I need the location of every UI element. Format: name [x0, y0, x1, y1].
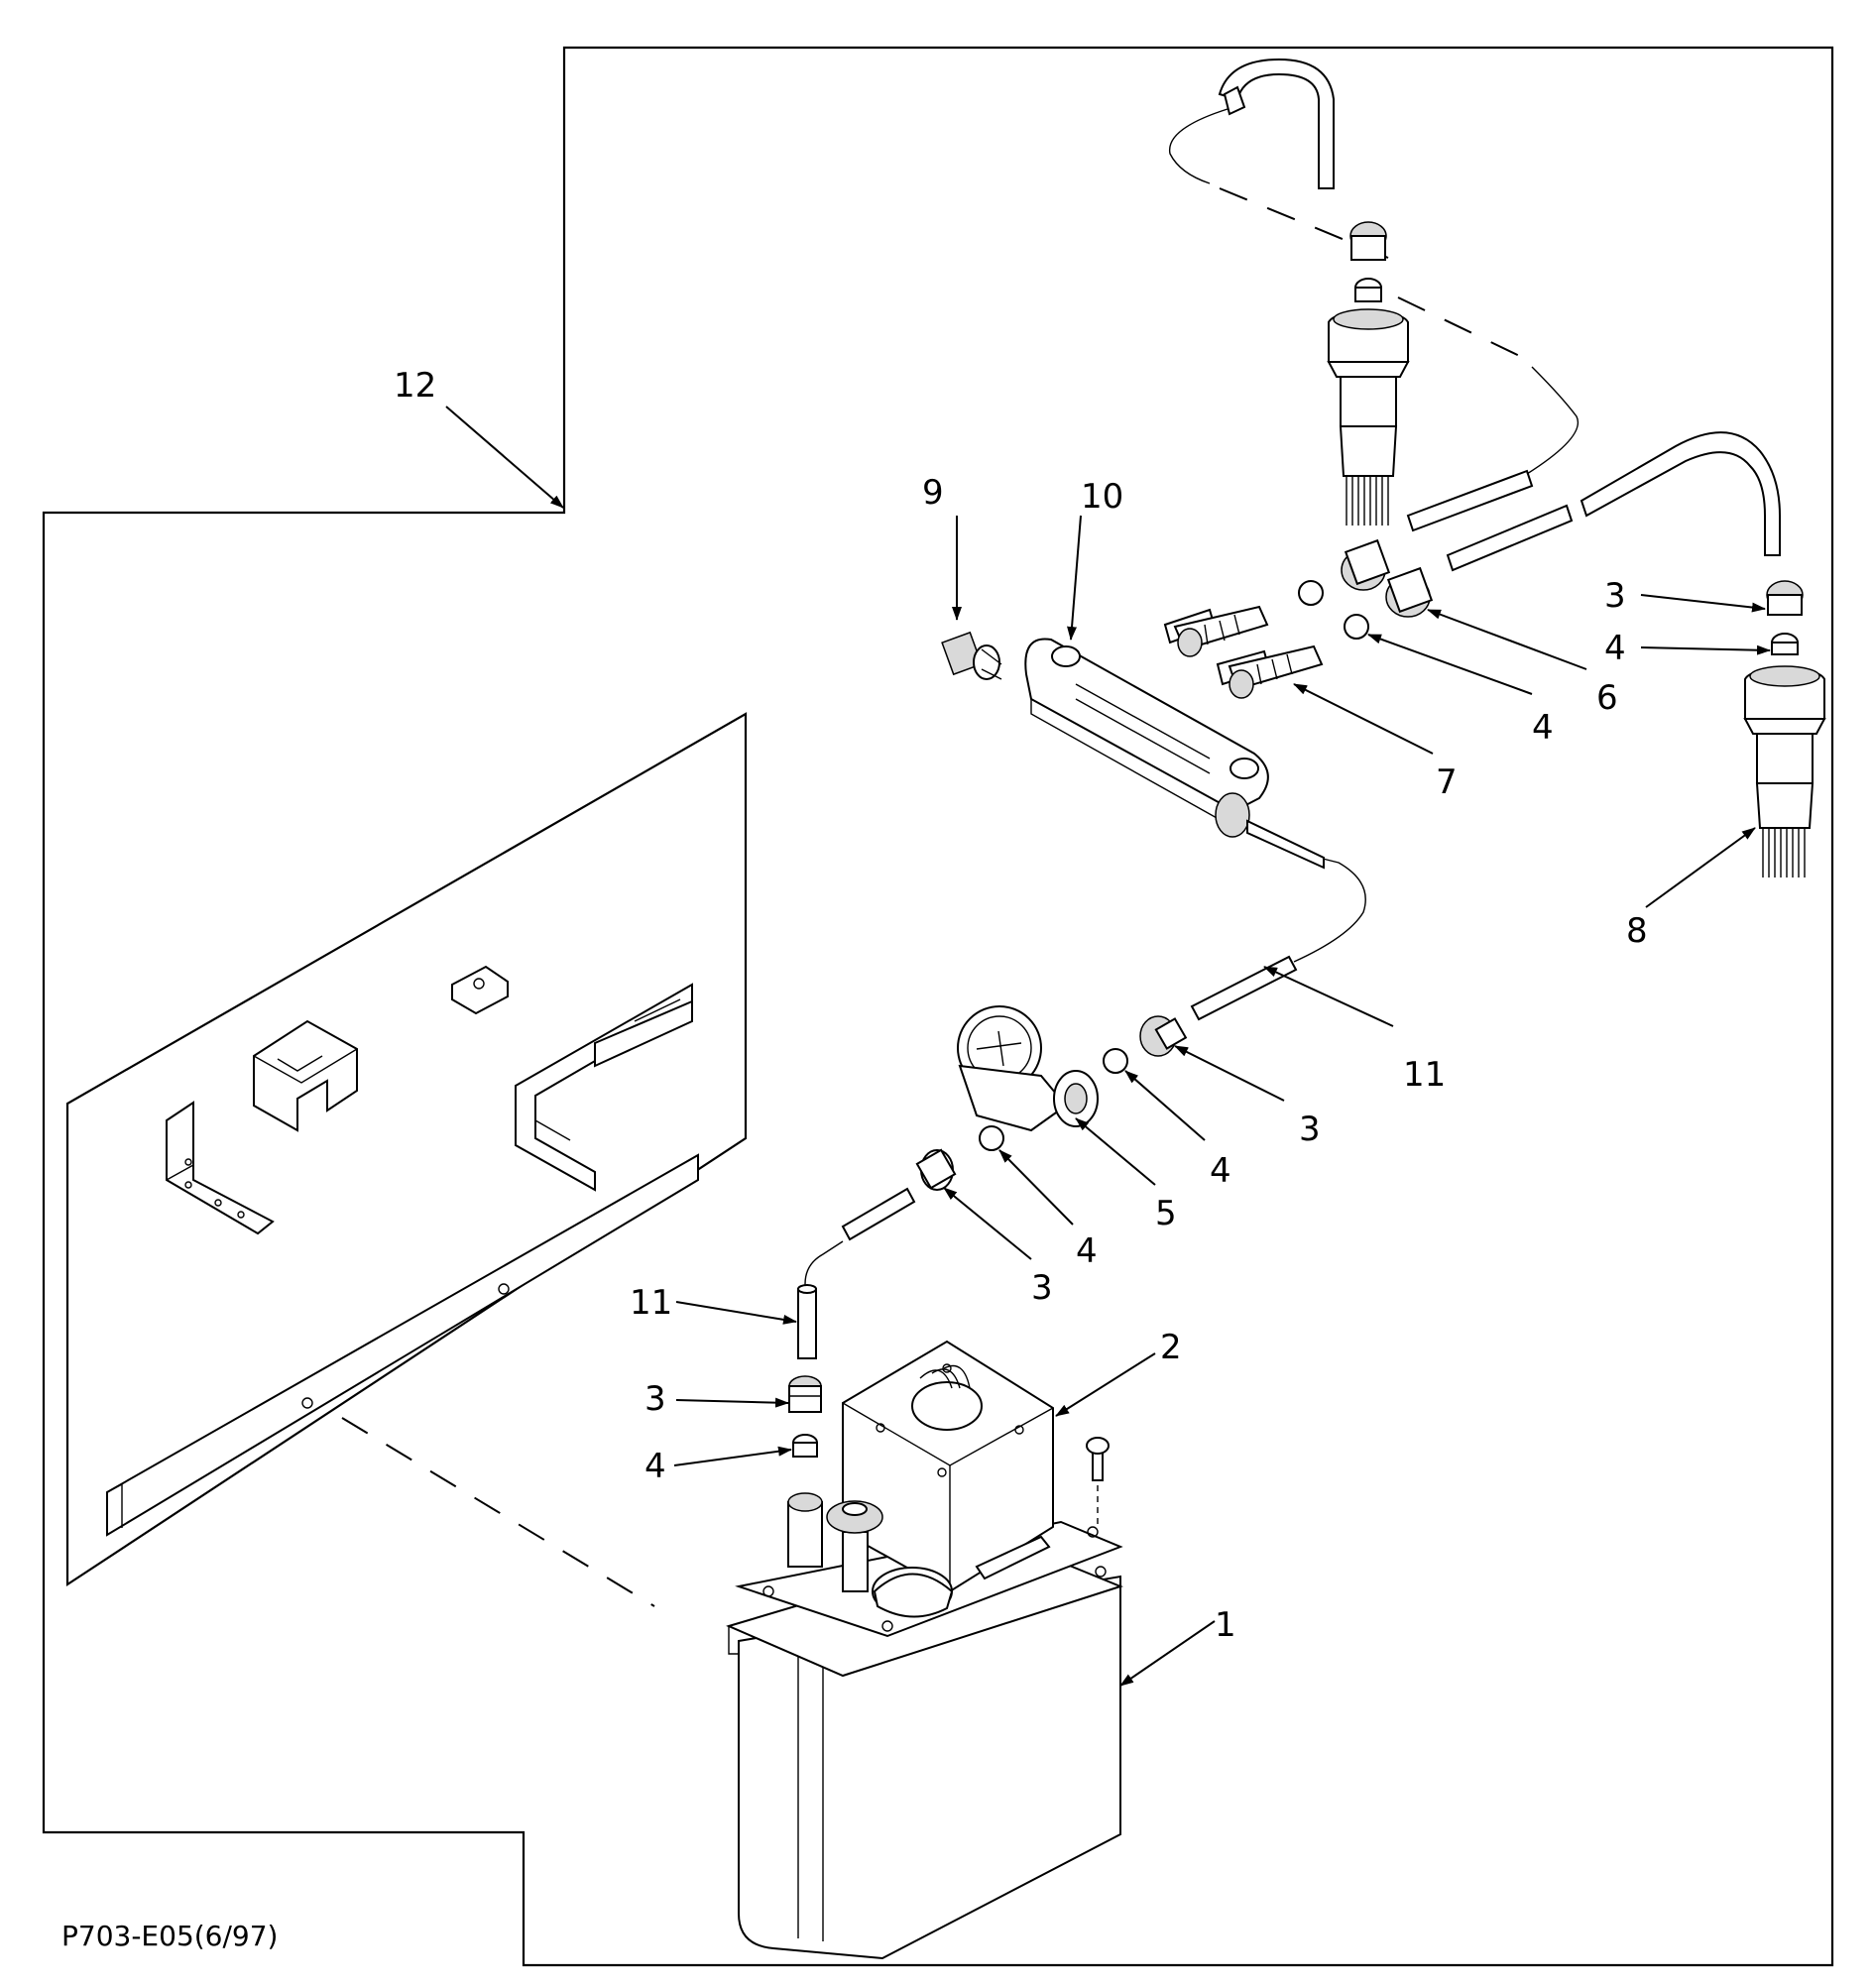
lower-tube [797, 1187, 916, 1359]
leader-6 [1427, 609, 1587, 670]
callout-3-gauge-left: 3 [1031, 1268, 1053, 1308]
callout-3-reservoir: 3 [644, 1379, 666, 1419]
right-brush-assembly [1743, 580, 1826, 877]
leader-11-middle [1263, 966, 1394, 1027]
upper-brush-assembly [1327, 221, 1410, 526]
manifold-ferrule-4-right [1344, 614, 1369, 640]
gauge-ferrule-4-right [1103, 1048, 1128, 1074]
callout-4-manifold: 4 [1532, 708, 1554, 748]
manifold-ferrule-4-left [1298, 580, 1324, 606]
reservoir-ferrule-4 [792, 1434, 818, 1458]
leader-7 [1293, 683, 1434, 755]
leader-11-lower [675, 1301, 797, 1325]
leader-4-gauge-left [998, 1149, 1074, 1226]
manifold-nut-6-upper [1341, 538, 1391, 591]
gauge-fitting-3-left [915, 1148, 957, 1191]
leader-8 [1645, 827, 1756, 908]
centerline-panel-to-reservoir [341, 1417, 655, 1607]
leader-4-manifold [1367, 634, 1533, 695]
kit-boundary-outline [42, 46, 1834, 1967]
callout-9: 9 [922, 473, 944, 513]
callout-11-middle: 11 [1403, 1055, 1446, 1095]
callout-12: 12 [394, 366, 436, 406]
drawing-code: P703-E05(6/97) [61, 1920, 278, 1952]
callout-7: 7 [1436, 762, 1458, 802]
callout-10: 10 [1081, 477, 1123, 517]
manifold-nut-6-lower [1385, 566, 1434, 618]
bracket-panel [65, 712, 748, 1587]
callout-3-gauge-right: 3 [1299, 1110, 1321, 1149]
manifold-nipple-7-upper [1163, 605, 1269, 657]
callout-4-gauge-left: 4 [1076, 1231, 1098, 1271]
callout-4-right: 4 [1604, 629, 1626, 668]
leader-10 [1067, 515, 1082, 641]
leader-2 [1055, 1352, 1156, 1417]
callout-4-gauge-right: 4 [1210, 1151, 1231, 1191]
manifold-nipple-7-lower [1216, 644, 1324, 699]
middle-tube [1190, 857, 1366, 1021]
centerline-top-brush [1397, 296, 1533, 363]
reservoir-assembly [726, 1340, 1123, 1960]
callout-11-lower: 11 [630, 1283, 672, 1323]
callout-2: 2 [1160, 1328, 1182, 1367]
leader-3-gauge-right [1174, 1045, 1285, 1102]
manifold-plug-9 [941, 631, 1002, 680]
reservoir-fitting-3 [788, 1375, 822, 1413]
leader-4-reservoir [673, 1446, 792, 1466]
leader-4-gauge-right [1124, 1070, 1206, 1141]
gauge-ferrule-4-left [979, 1125, 1004, 1151]
callout-8: 8 [1626, 911, 1648, 951]
pressure-gauge [957, 1005, 1099, 1132]
leader-5 [1075, 1117, 1156, 1186]
callout-3-right: 3 [1604, 576, 1626, 616]
callout-1: 1 [1215, 1605, 1236, 1645]
callout-4-reservoir: 4 [644, 1447, 666, 1486]
distributor-manifold [1024, 638, 1325, 870]
gauge-fitting-3-right [1139, 1015, 1188, 1057]
leader-3-right [1640, 594, 1766, 613]
leader-3-reservoir [675, 1397, 789, 1408]
callout-5: 5 [1155, 1194, 1177, 1233]
leader-1 [1119, 1620, 1216, 1687]
leader-3-gauge-left [943, 1187, 1032, 1260]
leader-12 [445, 406, 564, 509]
upper-tube-assembly [1168, 58, 1781, 572]
leader-4-right [1640, 644, 1771, 655]
callout-6: 6 [1596, 678, 1618, 718]
